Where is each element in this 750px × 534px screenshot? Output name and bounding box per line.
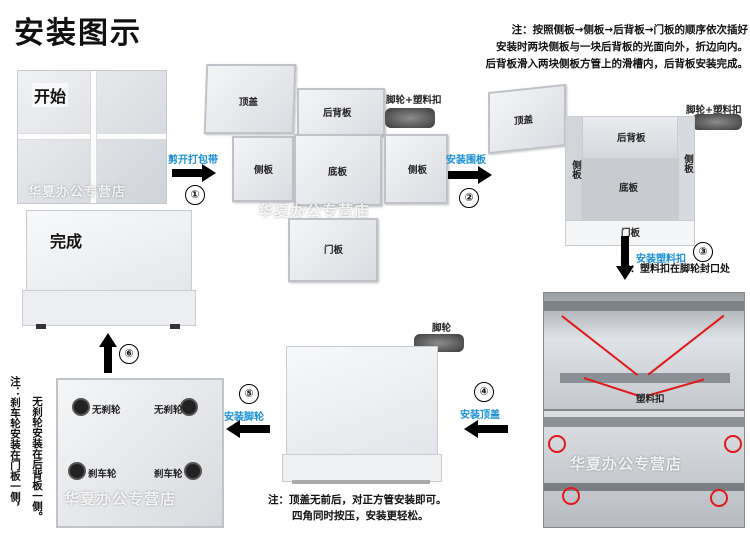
- step5-label: 安装脚轮: [224, 412, 264, 423]
- no-brake-label-1: 无刹轮: [92, 405, 121, 416]
- step4-number: ④: [474, 382, 494, 402]
- assembled-back-label: 后背板: [617, 133, 646, 144]
- part-casters-label: 脚轮+塑料扣: [386, 95, 442, 106]
- pointer-line-1: [561, 315, 639, 376]
- enclosure-back: [579, 116, 681, 160]
- start-image: 开始 华夏办公专营店: [17, 70, 167, 204]
- detail-rail-2: [544, 417, 744, 427]
- step6-number: ⑥: [119, 344, 139, 364]
- part-door: 门板: [288, 218, 378, 282]
- box-top-face: [286, 346, 438, 456]
- brake-wheel-1-icon: [68, 462, 86, 480]
- step4-arrow: [464, 420, 508, 438]
- done-front-face: [22, 290, 196, 326]
- page-title: 安装图示: [14, 16, 142, 51]
- part-side-right-label: 侧板: [408, 165, 428, 176]
- step1-label: 剪开打包带: [168, 155, 218, 166]
- step4-note: 注：顶盖无前后，对正方管安装即可。 四角同时按压，安装更轻松。: [268, 492, 447, 524]
- bottom-watermark: 华夏办公专营店: [64, 490, 177, 508]
- part-top: 顶盖: [203, 64, 297, 134]
- clip-marker-2: [724, 435, 742, 453]
- side-note-no-brake: 无刹轮安装在后背板一侧。: [31, 396, 43, 522]
- step5-arrow: [226, 420, 270, 438]
- assembled-top-label: 顶盖: [514, 114, 534, 128]
- start-label: 开始: [32, 83, 69, 107]
- assembled-door-label: 门板: [621, 228, 641, 239]
- enclosure-floor: [581, 158, 679, 222]
- no-brake-wheel-1-icon: [72, 398, 90, 416]
- box-bottom-view: 无刹轮 无刹轮 刹车轮 刹车轮 华夏办公专营店: [56, 378, 224, 528]
- brake-wheel-2-icon: [184, 462, 202, 480]
- assembled-top: 顶盖: [488, 83, 566, 155]
- part-bottom-label: 底板: [328, 167, 348, 178]
- clip-marker-1: [548, 435, 566, 453]
- clip-marker-4: [710, 489, 728, 507]
- step2-arrow: [448, 166, 492, 184]
- assembled-enclosure: 后背板 侧板 底板 侧板 门板: [565, 116, 695, 246]
- detail-floor: [560, 373, 730, 383]
- assembled-side-right-label: 侧板: [682, 154, 693, 173]
- assembled-casters-label: 脚轮+塑料扣: [686, 105, 742, 116]
- box-with-top: [282, 346, 442, 484]
- clip-marker-3: [562, 487, 580, 505]
- top-note-line-3: 后背板滑入两块侧板方管上的滑槽内，后背板安装完成。: [485, 58, 749, 70]
- detail-floor-2: [544, 483, 744, 491]
- no-brake-wheel-2-icon: [180, 398, 198, 416]
- done-top-face: [26, 210, 192, 292]
- part-top-label: 顶盖: [238, 97, 259, 108]
- step3-arrow: [616, 236, 634, 280]
- detail-photo-top: 塑料扣: [543, 292, 745, 410]
- side-note-brake: 注：刹车轮安装在门板一侧，: [9, 376, 21, 513]
- part-side-left-label: 侧板: [254, 165, 274, 176]
- detail-watermark: 华夏办公专营店: [570, 455, 683, 473]
- assembled-casters-bag: [692, 114, 742, 130]
- part-back-label: 后背板: [323, 108, 352, 119]
- step6-arrow: [99, 333, 117, 373]
- step5-number: ⑤: [239, 384, 259, 404]
- step4-label: 安装顶盖: [460, 410, 500, 421]
- step4-note-line-1: 注：顶盖无前后，对正方管安装即可。: [268, 494, 447, 506]
- step2-number: ②: [459, 188, 479, 208]
- assembled-bottom-label: 底板: [619, 183, 639, 194]
- casters-bag: [385, 108, 435, 128]
- done-foot-left: [36, 324, 46, 329]
- step4-caster-label: 脚轮: [432, 323, 452, 334]
- step3-label: 安装塑料扣: [636, 254, 686, 265]
- top-note-line-2: 安装时两块侧板与一块后背板的光面向外，折边向内。: [496, 41, 748, 53]
- part-side-right: 侧板: [384, 134, 448, 204]
- part-bottom: 底板: [294, 134, 382, 206]
- assembled-side-left-label: 侧板: [570, 160, 581, 179]
- part-side-left: 侧板: [232, 136, 294, 202]
- watermark: 华夏办公专营店: [28, 185, 127, 200]
- done-image: 完成: [22, 210, 196, 330]
- box-shadow: [292, 480, 430, 484]
- brake-label-2: 刹车轮: [154, 469, 183, 480]
- enclosure-door: [565, 220, 695, 246]
- no-brake-label-2: 无刹轮: [154, 405, 183, 416]
- detail-rail: [544, 301, 744, 311]
- box-front-face: [282, 454, 442, 482]
- top-note-line-1: 注：按照侧板→侧板→后背板→门板的顺序依次插好: [511, 24, 748, 36]
- top-note: 注：按照侧板→侧板→后背板→门板的顺序依次插好 安装时两块侧板与一块后背板的光面…: [420, 22, 749, 73]
- step3-note: 注：塑料扣在脚轮封口处: [620, 264, 730, 275]
- step2-label: 安装围板: [446, 155, 486, 166]
- done-label: 完成: [50, 232, 83, 251]
- done-foot-right: [170, 324, 180, 329]
- step1-number: ①: [185, 185, 205, 205]
- step1-arrow: [172, 164, 216, 182]
- parts-watermark: 华夏办公专营店: [258, 202, 371, 220]
- pointer-line-3: [647, 315, 725, 376]
- detail-photo-bottom: 华夏办公专营店: [543, 410, 745, 528]
- detail-clip-label: 塑料扣: [636, 394, 665, 405]
- brake-label-1: 刹车轮: [88, 469, 117, 480]
- step3-number: ③: [693, 242, 713, 262]
- strap-vertical: [90, 71, 97, 203]
- step4-note-line-2: 四角同时按压，安装更轻松。: [292, 510, 429, 522]
- part-back: 后背板: [297, 88, 385, 136]
- part-door-label: 门板: [324, 245, 344, 256]
